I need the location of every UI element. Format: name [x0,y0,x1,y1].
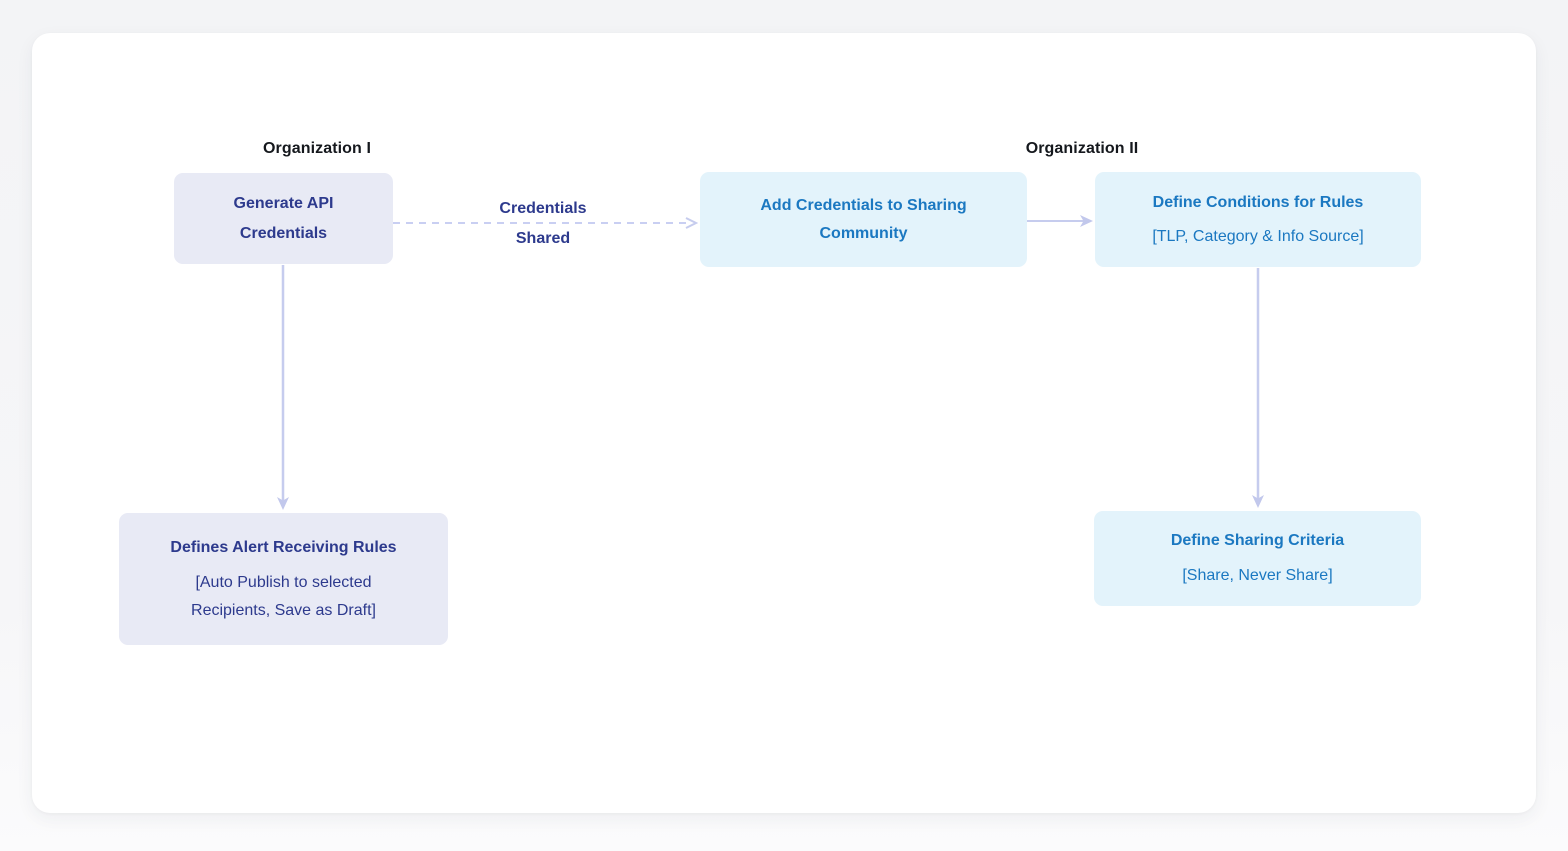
node-generate-api-credentials: Generate API Credentials [174,173,393,264]
node-add-credentials-to-sharing-community: Add Credentials to Sharing Community [700,172,1027,267]
org2-heading: Organization II [1025,140,1139,157]
node-title: Defines Alert Receiving Rules [170,538,397,556]
node-define-sharing-criteria: Define Sharing Criteria [Share, Never Sh… [1094,511,1421,606]
node-title: Define Sharing Criteria [1170,532,1345,549]
node-defines-alert-receiving-rules: Defines Alert Receiving Rules [Auto Publ… [119,513,448,645]
node-title: Generate API Credentials [233,194,334,242]
org1-heading: Organization I [262,140,372,157]
node-subtitle: [TLP, Category & Info Source] [1152,227,1364,245]
node-subtitle: [Auto Publish to selected Recipients, Sa… [191,573,376,619]
node-title: Define Conditions for Rules [1152,193,1364,211]
node-title: Add Credentials to Sharing Community [760,196,967,242]
node-subtitle: [Share, Never Share] [1182,567,1333,584]
diagram-canvas: Organization I Organization II [32,33,1536,813]
edge-label-credentials-shared: Credentials Shared [499,200,587,247]
node-define-conditions-for-rules: Define Conditions for Rules [TLP, Catego… [1095,172,1421,267]
